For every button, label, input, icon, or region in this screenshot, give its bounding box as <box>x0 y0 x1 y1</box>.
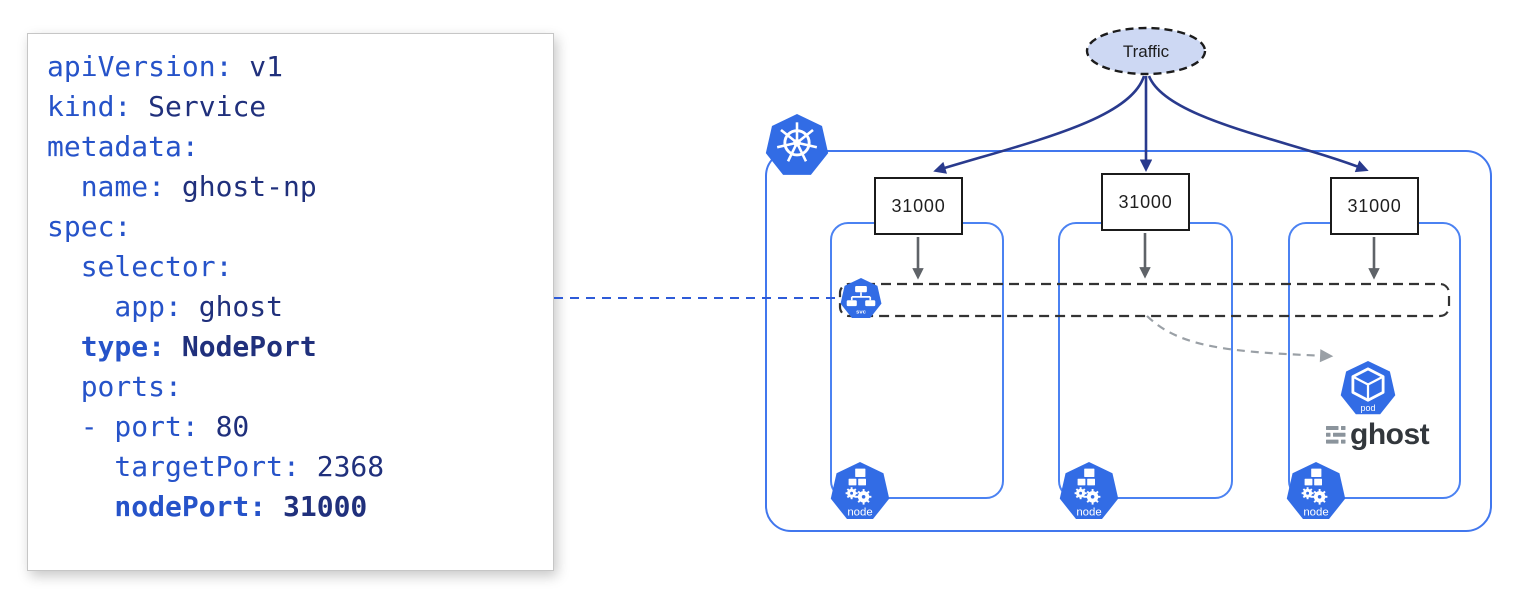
node-box-1 <box>830 222 1004 499</box>
yaml-line: kind: Service <box>47 90 267 123</box>
port-box-2: 31000 <box>1101 173 1190 231</box>
yaml-line: targetPort: 2368 <box>114 450 385 483</box>
port-box-3: 31000 <box>1330 177 1419 235</box>
ghost-label: ghost <box>1350 418 1430 451</box>
port-label: 31000 <box>891 195 946 216</box>
port-box-1: 31000 <box>874 177 963 235</box>
yaml-line: metadata: <box>47 130 199 163</box>
node-box-2 <box>1058 222 1233 499</box>
yaml-line: selector: <box>80 250 233 283</box>
yaml-line: spec: <box>47 210 132 243</box>
ghost-logo: ghost <box>1326 418 1430 451</box>
traffic-label: Traffic <box>1122 41 1170 61</box>
yaml-line: name: ghost-np <box>80 170 317 203</box>
yaml-line-nodeport-value: nodePort: 31000 <box>114 490 368 523</box>
port-label: 31000 <box>1347 195 1402 216</box>
yaml-line: app: ghost <box>114 290 284 323</box>
ghost-icon <box>1326 426 1346 444</box>
node-box-3 <box>1288 222 1461 499</box>
yaml-line: apiVersion: v1 <box>47 50 284 83</box>
yaml-manifest-panel: apiVersion: v1 kind: Service metadata: n… <box>27 33 554 571</box>
yaml-line: ports: <box>80 370 182 403</box>
yaml-line-type-nodeport: type: NodePort <box>80 330 317 363</box>
yaml-line: - port: 80 <box>80 410 250 443</box>
port-label: 31000 <box>1118 191 1173 212</box>
